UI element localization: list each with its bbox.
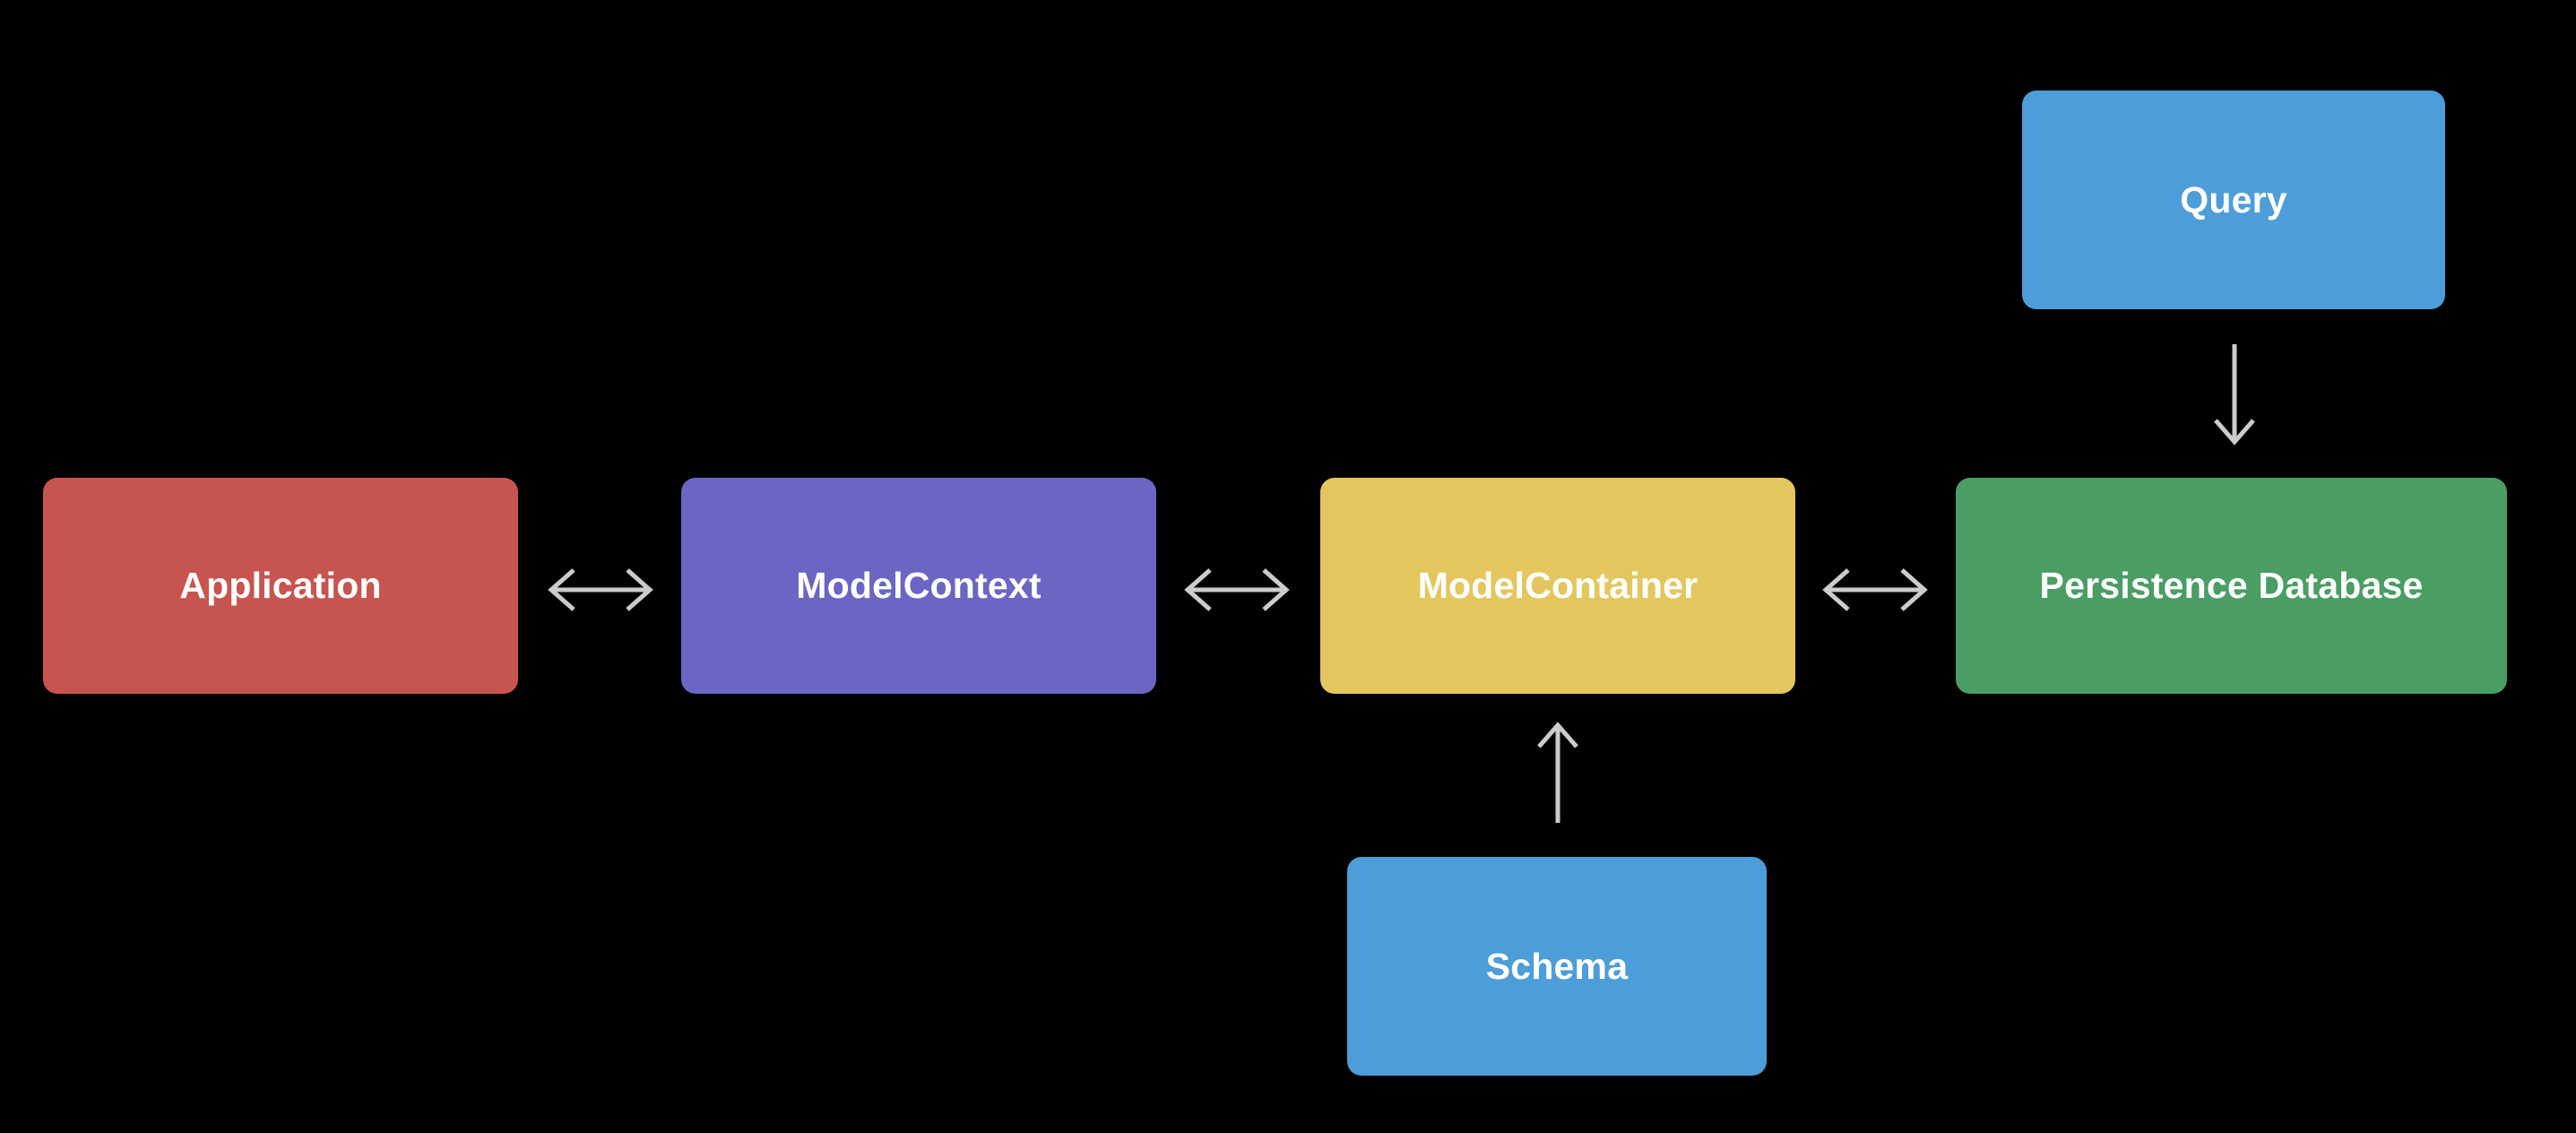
node-modelcontainer[interactable]: ModelContainer xyxy=(1320,478,1795,694)
node-persistence-database[interactable]: Persistence Database xyxy=(1956,478,2507,694)
node-persistence-database-label: Persistence Database xyxy=(2039,565,2424,606)
double-arrow-icon-modelcontext-modelcontainer xyxy=(1184,565,1290,615)
node-schema-label: Schema xyxy=(1485,945,1629,987)
node-query-label: Query xyxy=(2180,178,2287,221)
node-schema[interactable]: Schema xyxy=(1347,857,1767,1076)
double-arrow-icon-modelcontainer-persistence-database xyxy=(1822,565,1928,615)
node-application[interactable]: Application xyxy=(43,478,518,694)
node-modelcontainer-label: ModelContainer xyxy=(1417,565,1699,606)
node-application-label: Application xyxy=(179,565,382,606)
node-modelcontext[interactable]: ModelContext xyxy=(681,478,1156,694)
arrow-up-icon-schema-to-modelcontainer xyxy=(1533,722,1583,825)
node-modelcontext-label: ModelContext xyxy=(796,565,1042,606)
arrow-down-icon-query-to-persistence-database xyxy=(2209,342,2260,445)
double-arrow-icon-application-modelcontext xyxy=(548,565,653,615)
node-query[interactable]: Query xyxy=(2022,91,2445,309)
